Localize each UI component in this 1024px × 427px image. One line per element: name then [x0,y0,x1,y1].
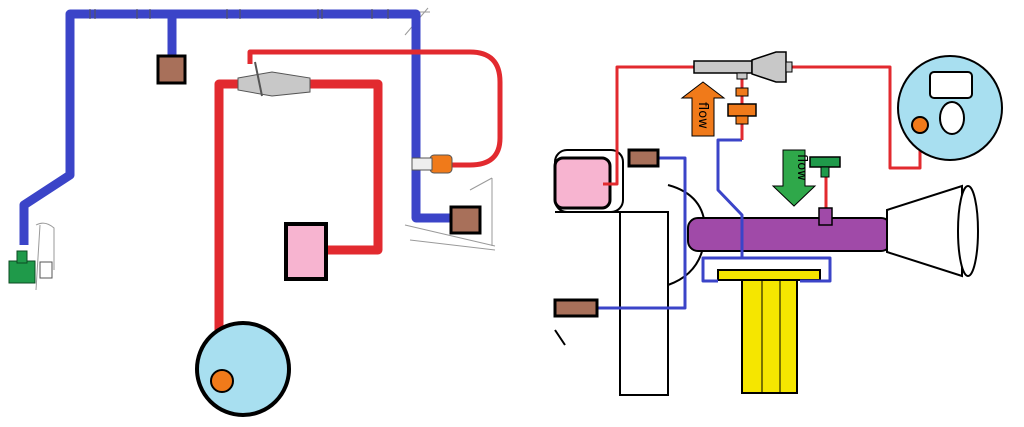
reservoir-port-right [911,116,929,134]
hose-clip-marks [89,9,389,19]
grey-tee-fitting-icon [693,51,793,83]
reservoir-right [897,55,1003,161]
vacuum-line-right-lower [716,138,832,283]
junction-box-right-left [449,205,482,235]
pressure-line-loop-left [247,49,503,168]
pink-component-right [553,156,612,210]
green-valve-icon [8,250,53,284]
reservoir-left [195,321,291,417]
orange-valve-icon [727,87,757,125]
bell-housing [886,184,979,278]
yellow-component [717,269,821,394]
vacuum-line-right-yellow [701,256,742,283]
orange-check-valve-icon [411,154,453,174]
junction-box-top-right [627,148,660,168]
vacuum-line-left [19,9,463,245]
shaft-port [818,207,833,226]
junction-box-top-left [156,54,187,85]
pressure-line-right-left [603,65,694,186]
left-panel [8,7,503,417]
flow-label-down: flow [794,154,809,181]
pink-component-left [284,222,328,281]
junction-box-bottom-right [553,298,599,318]
green-t-valve-icon [809,156,841,178]
flow-arrow-down: flow [771,149,817,207]
right-panel: flow flow [553,51,1003,396]
tee-fitting-left [237,61,311,97]
pressure-line-right-top [790,65,922,170]
purple-shaft [687,217,892,252]
flow-arrow-up: flow [680,81,726,137]
vacuum-line-right-upper [598,156,687,310]
flow-label-up: flow [695,102,710,129]
pressure-line-pink-left [300,79,383,255]
reservoir-port-left [210,369,234,393]
